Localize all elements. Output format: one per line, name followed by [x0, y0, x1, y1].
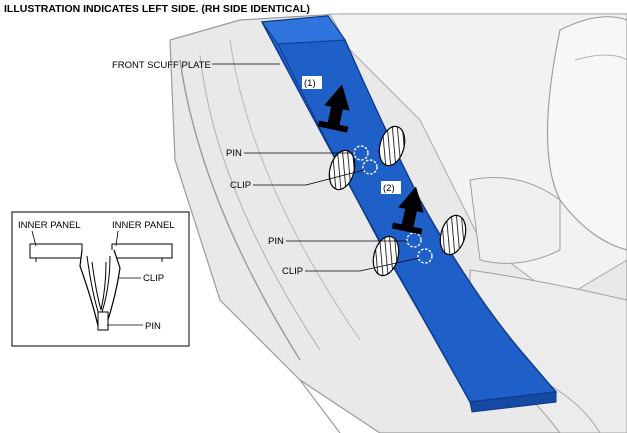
- grip-mark: [328, 149, 356, 191]
- inset-pin: [97, 311, 109, 331]
- grip-mark: [439, 214, 467, 256]
- clip-label-2: CLIP: [282, 266, 303, 277]
- inset-pin-label: PIN: [145, 321, 161, 332]
- pin-marker: [406, 232, 422, 248]
- inset-detail: INNER PANEL INNER PANEL CLIP PIN: [11, 211, 190, 347]
- inset-inner-panel-right-label: INNER PANEL: [112, 220, 175, 231]
- header-note: ILLUSTRATION INDICATES LEFT SIDE. (RH SI…: [4, 3, 310, 15]
- removal-arrow-2: [391, 186, 424, 235]
- clip-marker: [417, 248, 433, 264]
- clip-marker: [362, 159, 378, 175]
- grip-marks: [328, 125, 467, 277]
- inner-panel-left: [29, 243, 83, 259]
- removal-arrow-1: [317, 84, 350, 133]
- callouts: FRONT SCUFF PLATE PIN CLIP PIN CLIP: [112, 60, 420, 277]
- inset-clip-label: CLIP: [143, 273, 164, 284]
- inset-inner-panel-left-label: INNER PANEL: [18, 220, 81, 231]
- step-labels: (1) (2): [302, 76, 401, 194]
- clip-label-1: CLIP: [230, 180, 251, 191]
- grip-mark: [372, 235, 400, 277]
- grip-mark: [378, 125, 406, 167]
- inner-panel-right: [111, 243, 173, 259]
- step-2-label: (2): [383, 183, 395, 194]
- front-scuff-plate-label: FRONT SCUFF PLATE: [112, 60, 211, 71]
- step-1-label: (1): [304, 78, 316, 89]
- pin-label-2: PIN: [268, 236, 284, 247]
- pin-label-1: PIN: [226, 148, 242, 159]
